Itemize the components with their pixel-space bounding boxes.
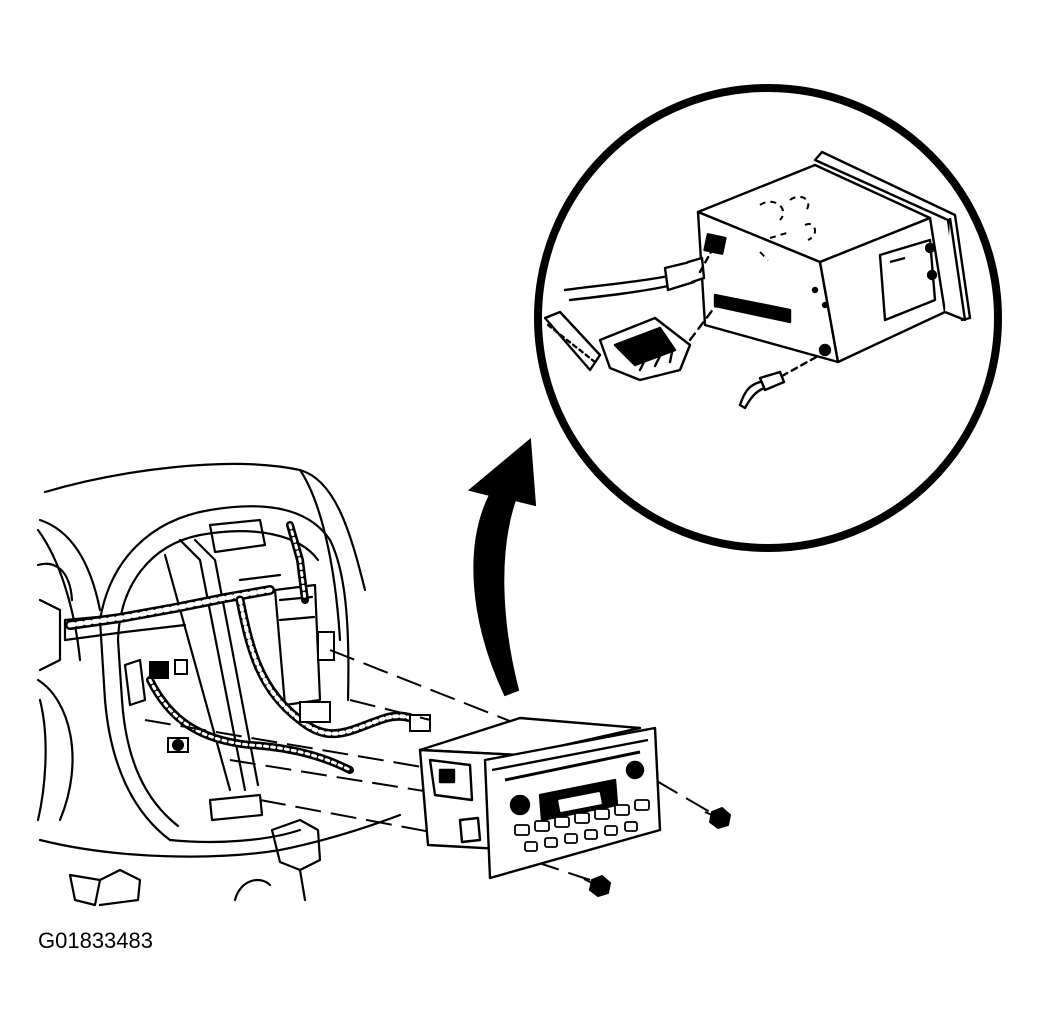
figure-id-label: G01833483 xyxy=(38,928,153,953)
mounting-screws xyxy=(583,806,732,898)
radio-rear-detail xyxy=(696,150,972,364)
screw-bottom-icon xyxy=(583,874,612,898)
radio-unit xyxy=(418,716,662,880)
detail-view-arrow xyxy=(467,437,537,697)
instrument-panel xyxy=(36,462,402,907)
detail-connectors xyxy=(543,248,822,410)
wiring-harness xyxy=(65,521,430,774)
radio-preset-buttons xyxy=(514,799,650,852)
screw-right-icon xyxy=(704,806,732,830)
